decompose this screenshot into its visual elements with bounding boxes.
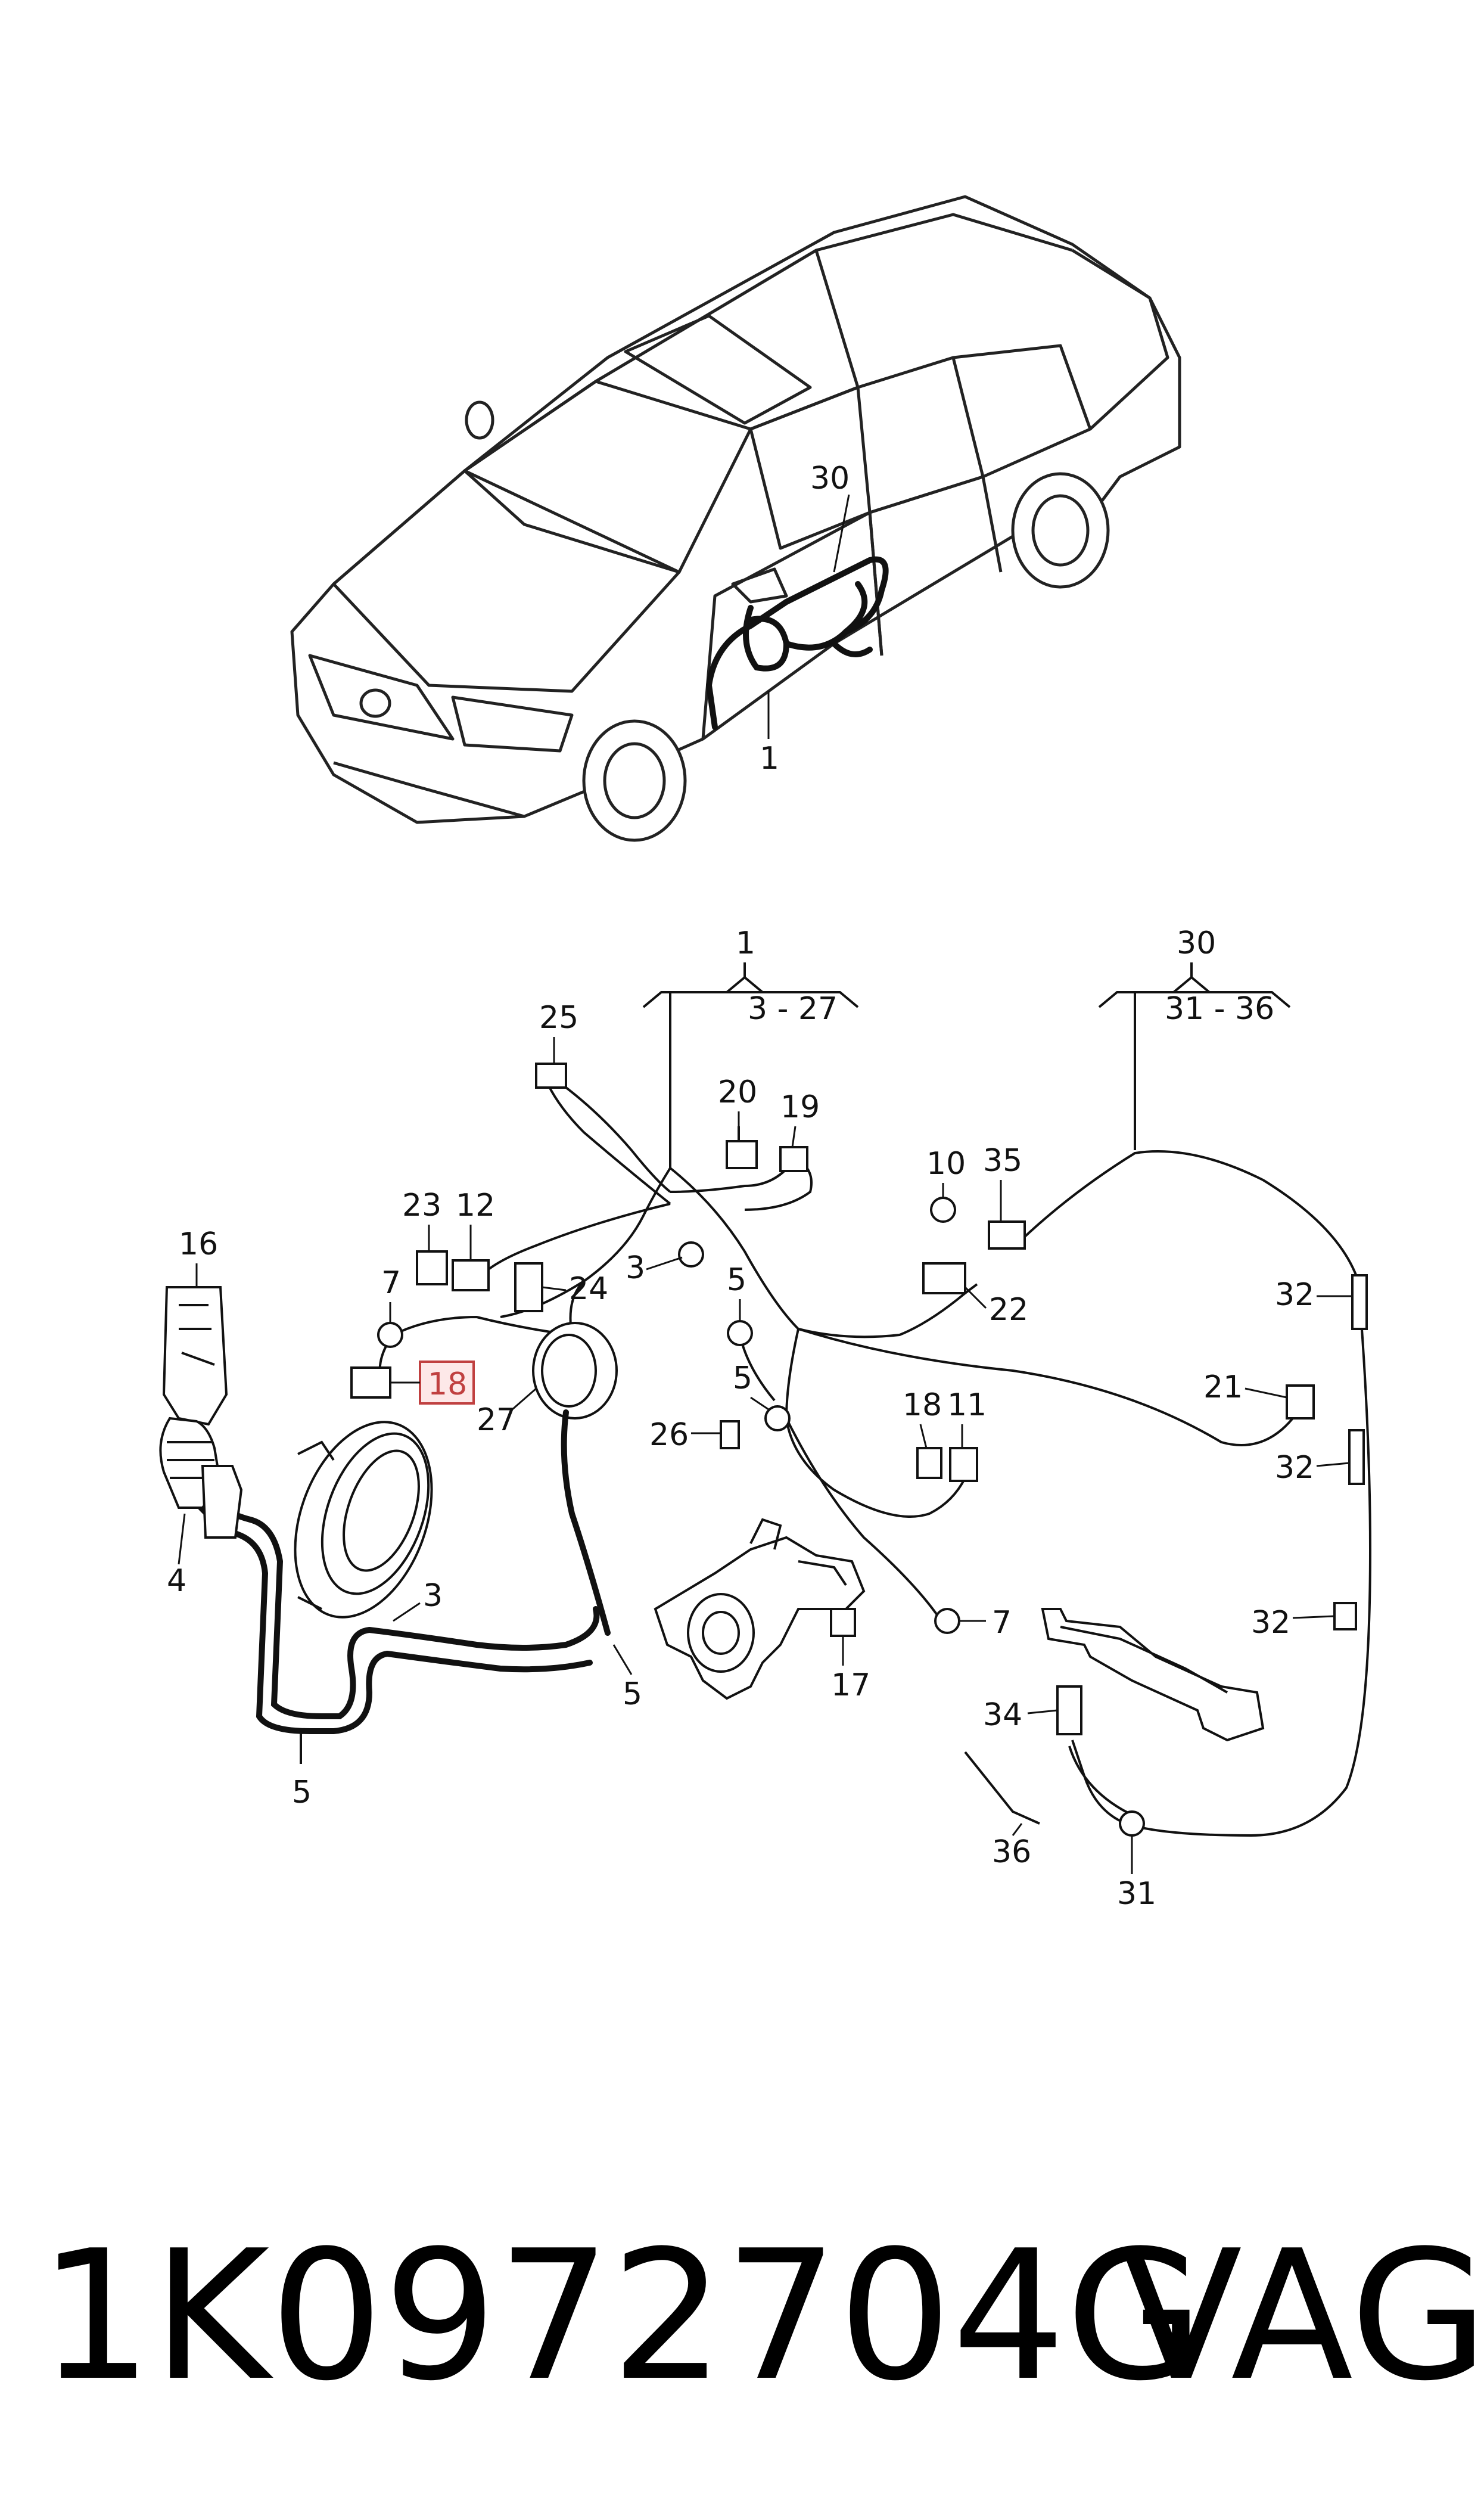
callout-21: 21 <box>1203 1369 1243 1405</box>
callout-7a: 7 <box>381 1265 401 1301</box>
connector-25 <box>535 1063 567 1089</box>
callout-23: 23 <box>402 1188 441 1223</box>
connector-17 <box>830 1608 856 1637</box>
callout-3b: 3 <box>423 1578 443 1614</box>
connector-24 <box>514 1262 543 1312</box>
group-1-label: 1 <box>736 925 755 961</box>
callout-12: 12 <box>456 1188 495 1223</box>
group-bracket-30: 30 31 - 36 <box>1098 925 1291 1150</box>
connector-21 <box>1286 1384 1315 1420</box>
callout-5d: 5 <box>292 1775 312 1810</box>
callout-35: 35 <box>983 1143 1022 1179</box>
callout-3a: 3 <box>626 1250 645 1286</box>
callout-17: 17 <box>831 1667 870 1703</box>
callouts: 25 20 19 10 35 23 12 16 7 3 24 5 22 32 1… <box>167 1000 1352 1912</box>
clip-3a <box>678 1241 704 1268</box>
connector-12 <box>452 1259 490 1291</box>
callout-31: 31 <box>1117 1876 1156 1912</box>
group-1-range: 3 - 27 <box>748 991 838 1027</box>
callout-5a: 5 <box>727 1262 746 1298</box>
connector-11 <box>949 1447 978 1482</box>
main-harness <box>378 1077 1294 1622</box>
connectors <box>350 1063 1315 1837</box>
callout-36: 36 <box>992 1834 1031 1870</box>
callout-10: 10 <box>926 1146 966 1182</box>
door-handle <box>1041 1608 1265 1742</box>
car-illustration: 30 1 <box>290 195 1181 842</box>
callout-20: 20 <box>718 1074 757 1110</box>
callout-19: 19 <box>780 1089 820 1125</box>
clip-7b <box>934 1608 960 1634</box>
connector-19 <box>779 1146 808 1172</box>
callout-24: 24 <box>569 1271 608 1307</box>
window-motor <box>654 1518 866 1700</box>
connector-22 <box>922 1262 966 1294</box>
lead-36 <box>964 1751 1040 1825</box>
car-label-30: 30 <box>810 461 850 496</box>
callout-11: 11 <box>947 1387 987 1423</box>
callout-16: 16 <box>179 1226 218 1262</box>
callout-27: 27 <box>477 1402 516 1438</box>
callout-5c: 5 <box>623 1676 642 1712</box>
group-30-label: 30 <box>1177 925 1216 961</box>
group-bracket-1: 1 3 - 27 <box>642 925 859 1168</box>
speaker <box>294 1421 433 1619</box>
connector-18a <box>350 1366 391 1399</box>
callout-32a: 32 <box>1275 1277 1314 1313</box>
grommet-27 <box>532 1322 618 1636</box>
clip-5a <box>727 1320 753 1346</box>
clip-5b <box>764 1405 791 1431</box>
brand-label: VAG <box>1120 2212 1484 2420</box>
callout-25: 25 <box>539 1000 578 1036</box>
grommet-10 <box>930 1197 956 1223</box>
clip-31 <box>1119 1810 1145 1837</box>
callout-34: 34 <box>983 1697 1022 1733</box>
connector-18b <box>916 1447 942 1479</box>
car-label-1: 1 <box>760 741 779 776</box>
connector-26 <box>720 1420 740 1449</box>
callout-4: 4 <box>167 1563 186 1599</box>
callout-18-highlighted: 18 <box>428 1366 467 1402</box>
part-number: 1K0972704G <box>39 2212 1204 2420</box>
clip-7a <box>377 1322 403 1348</box>
group-30-range: 31 - 36 <box>1165 991 1274 1027</box>
callout-5b: 5 <box>733 1361 752 1396</box>
connector-20 <box>726 1140 758 1169</box>
connector-23 <box>416 1250 448 1285</box>
callout-18b: 18 <box>903 1387 942 1423</box>
callout-32c: 32 <box>1251 1605 1290 1641</box>
conduit <box>159 1286 600 1764</box>
callout-26: 26 <box>649 1417 689 1453</box>
connector-35 <box>988 1220 1026 1250</box>
callout-22: 22 <box>989 1292 1028 1328</box>
callout-7b: 7 <box>992 1605 1012 1641</box>
connector-34 <box>1056 1685 1082 1735</box>
callout-32b: 32 <box>1275 1450 1314 1486</box>
